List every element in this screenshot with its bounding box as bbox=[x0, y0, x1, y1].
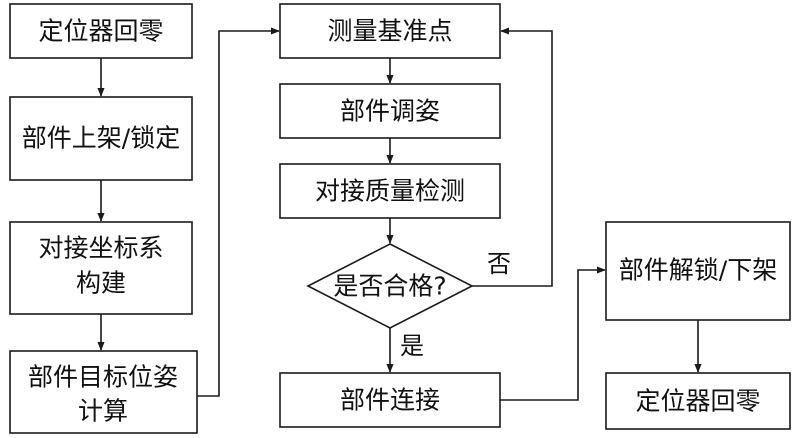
edge-label-yes: 是 bbox=[400, 332, 424, 360]
node-docking-coord-label-2: 构建 bbox=[76, 269, 126, 298]
node-measure-reference: 测量基准点 bbox=[279, 3, 501, 59]
node-locator-zero-2-label: 定位器回零 bbox=[635, 387, 760, 416]
node-target-pose-calc: 部件目标位姿 计算 bbox=[9, 350, 198, 434]
node-qualified-decision: 是否合格? bbox=[306, 243, 474, 329]
node-part-adjust: 部件调姿 bbox=[279, 83, 501, 139]
node-measure-reference-label: 测量基准点 bbox=[327, 17, 452, 46]
node-qualified-decision-label: 是否合格? bbox=[333, 272, 446, 301]
node-part-unlock-unmount-label: 部件解锁/下架 bbox=[619, 256, 777, 285]
node-part-connect-label: 部件连接 bbox=[340, 386, 440, 415]
node-docking-coord-label-1: 对接坐标系 bbox=[38, 234, 163, 263]
node-docking-coord-build: 对接坐标系 构建 bbox=[9, 221, 193, 315]
arrow-connect-to-unlock bbox=[500, 266, 606, 401]
node-part-unlock-unmount: 部件解锁/下架 bbox=[605, 221, 791, 321]
node-part-adjust-label: 部件调姿 bbox=[340, 97, 440, 126]
node-docking-quality: 对接质量检测 bbox=[279, 163, 501, 219]
node-target-pose-label-1: 部件目标位姿 bbox=[28, 363, 178, 392]
node-locator-zero-1: 定位器回零 bbox=[9, 3, 193, 59]
node-docking-quality-label: 对接质量检测 bbox=[315, 177, 465, 206]
arrow-decision-no-loop bbox=[472, 27, 553, 287]
node-part-mount-lock-label: 部件上架/锁定 bbox=[22, 124, 180, 153]
node-locator-zero-1-label: 定位器回零 bbox=[38, 17, 163, 46]
node-target-pose-label-2: 计算 bbox=[78, 397, 128, 426]
node-part-connect: 部件连接 bbox=[279, 372, 501, 428]
edge-label-no: 否 bbox=[487, 250, 511, 278]
node-part-mount-lock: 部件上架/锁定 bbox=[9, 96, 193, 181]
arrow-pose-to-measure bbox=[197, 27, 280, 397]
node-locator-zero-2: 定位器回零 bbox=[605, 372, 791, 430]
